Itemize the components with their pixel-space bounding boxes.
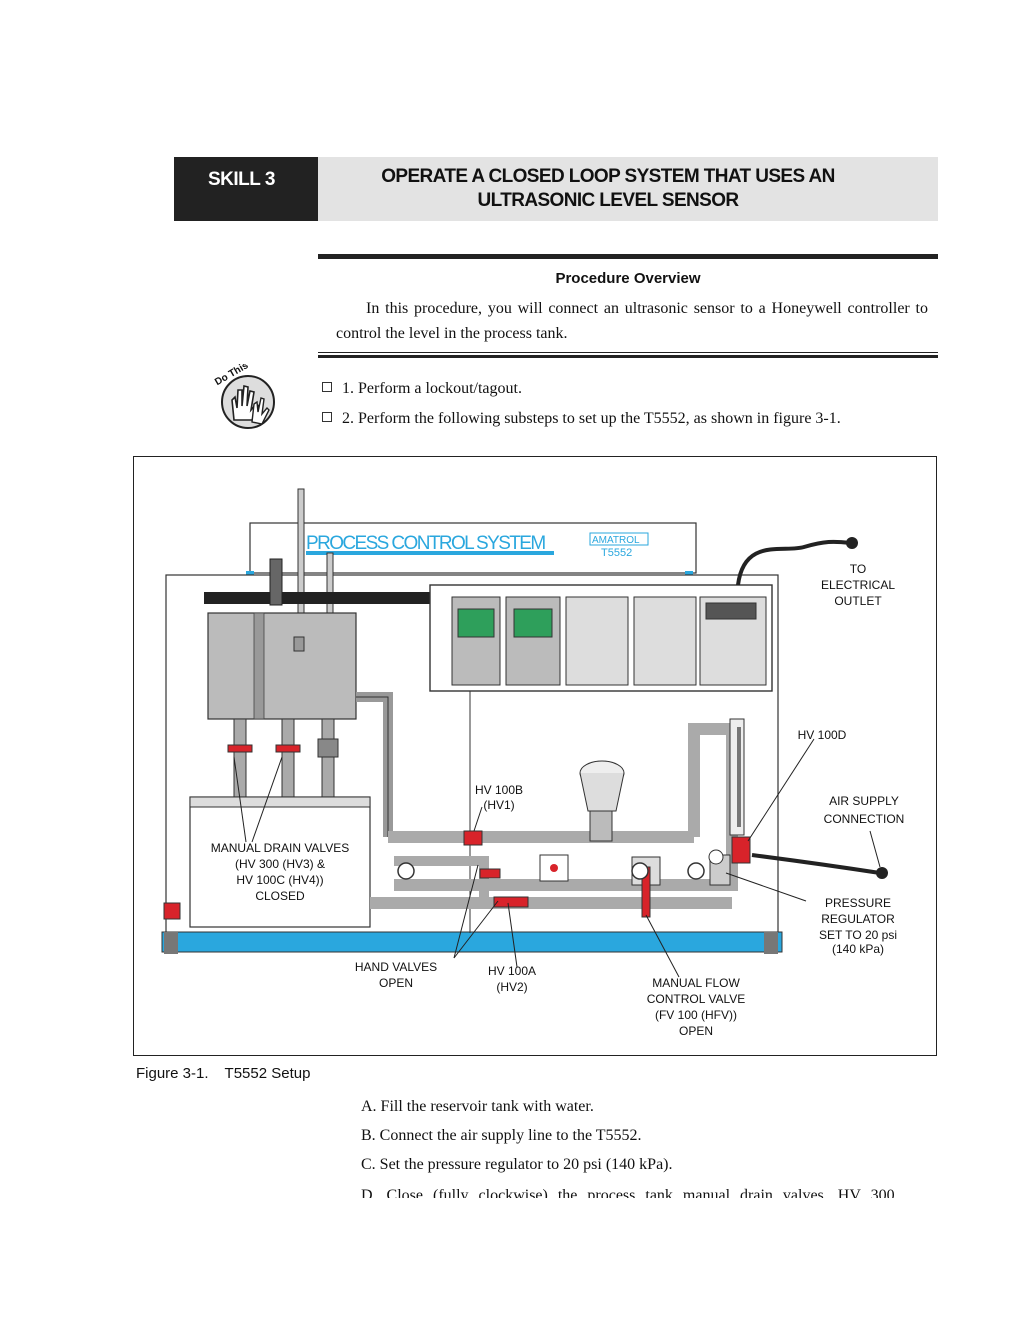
brand-box bbox=[589, 532, 649, 546]
hv100d-valve[interactable] bbox=[731, 836, 751, 864]
sensor-bar bbox=[204, 592, 430, 604]
step-1: 1. Perform a lockout/tagout. bbox=[322, 380, 522, 398]
label-flow-4: OPEN bbox=[679, 1024, 713, 1038]
skill-label: SKILL 3 bbox=[208, 169, 275, 190]
label-hv100b-1: HV 100B bbox=[475, 783, 523, 797]
label-regulator-3: SET TO 20 psi bbox=[819, 928, 897, 942]
label-hv100d: HV 100D bbox=[798, 728, 847, 742]
t5552-setup-diagram: PROCESS CONTROL SYSTEM AMATROL T5552 bbox=[161, 488, 905, 1038]
label-drain-4: CLOSED bbox=[255, 889, 305, 903]
hand-valve-hv100b[interactable] bbox=[463, 830, 483, 846]
label-hand-valves-2: OPEN bbox=[379, 976, 413, 990]
label-drain-3: HV 100C (HV4)) bbox=[236, 873, 323, 887]
substep-d-clipped: D. Close (fully clockwise) the process t… bbox=[361, 1184, 939, 1198]
process-control-sign bbox=[249, 522, 697, 574]
drain-valve-hv300[interactable] bbox=[227, 744, 253, 753]
substep-b: B. Connect the air supply line to the T5… bbox=[361, 1127, 642, 1144]
label-electrical-1: TO bbox=[850, 562, 866, 576]
panel-title: PROCESS CONTROL SYSTEM bbox=[306, 533, 545, 554]
model-label: T5552 bbox=[601, 547, 632, 559]
figure-caption: Figure 3-1. T5552 Setup bbox=[136, 1065, 310, 1082]
procedure-overview-text: In this procedure, you will connect an u… bbox=[336, 300, 928, 342]
substep-c: C. Set the pressure regulator to 20 psi … bbox=[361, 1156, 673, 1173]
figure-caption-text: T5552 Setup bbox=[224, 1065, 311, 1082]
label-hand-valves-1: HAND VALVES bbox=[355, 960, 437, 974]
skill-label-box: SKILL 3 bbox=[174, 157, 318, 221]
label-flow-2: CONTROL VALVE bbox=[647, 992, 745, 1006]
label-regulator-2: REGULATOR bbox=[821, 912, 895, 926]
figure-3-1-frame: PROCESS CONTROL SYSTEM AMATROL T5552 bbox=[133, 456, 937, 1056]
hand-valve-hv100a[interactable] bbox=[493, 896, 529, 908]
process-tank bbox=[207, 612, 357, 720]
label-air-supply-1: AIR SUPPLY bbox=[829, 794, 899, 808]
brand-label: AMATROL bbox=[592, 535, 640, 546]
step-2-checkbox[interactable] bbox=[322, 412, 332, 422]
base-rail bbox=[161, 931, 783, 953]
do-this-hands-icon: Do This bbox=[213, 364, 275, 429]
label-hv100b-2: (HV1) bbox=[483, 798, 514, 812]
step-2-text: 2. Perform the following substeps to set… bbox=[342, 410, 841, 427]
label-electrical-2: ELECTRICAL bbox=[821, 578, 895, 592]
label-flow-3: (FV 100 (HFV)) bbox=[655, 1008, 737, 1022]
skill-title-box: OPERATE A CLOSED LOOP SYSTEM THAT USES A… bbox=[318, 157, 938, 221]
step-1-text: 1. Perform a lockout/tagout. bbox=[342, 380, 522, 397]
step-2: 2. Perform the following substeps to set… bbox=[322, 410, 841, 428]
air-supply-hose bbox=[751, 853, 881, 875]
label-drain-1: MANUAL DRAIN VALVES bbox=[211, 841, 349, 855]
label-hv100a-1: HV 100A bbox=[488, 964, 536, 978]
skill-title-line-1: OPERATE A CLOSED LOOP SYSTEM THAT USES A… bbox=[381, 166, 835, 187]
label-regulator-1: PRESSURE bbox=[825, 896, 891, 910]
skill-title-line-2: ULTRASONIC LEVEL SENSOR bbox=[477, 190, 739, 211]
label-flow-1: MANUAL FLOW bbox=[652, 976, 740, 990]
procedure-overview-heading: Procedure Overview bbox=[555, 270, 701, 287]
overview-top-rule bbox=[318, 254, 938, 259]
sign-blue-stripe bbox=[306, 551, 554, 555]
label-regulator-4: (140 kPa) bbox=[832, 942, 884, 956]
label-drain-2: (HV 300 (HV3) & bbox=[235, 857, 325, 871]
overview-bottom-rule-thick bbox=[318, 355, 938, 358]
label-electrical-3: OUTLET bbox=[834, 594, 882, 608]
reservoir-tank bbox=[189, 796, 371, 928]
step-1-checkbox[interactable] bbox=[322, 382, 332, 392]
substep-d: D. Close (fully clockwise) the process t… bbox=[361, 1187, 895, 1198]
label-air-supply-2: CONNECTION bbox=[824, 812, 905, 826]
electrical-cord bbox=[736, 539, 851, 586]
label-hv100a-2: (HV2) bbox=[496, 980, 527, 994]
substep-a: A. Fill the reservoir tank with water. bbox=[361, 1098, 594, 1115]
figure-number: Figure 3-1. bbox=[136, 1065, 209, 1082]
overview-bottom-rule-thin bbox=[318, 352, 938, 353]
drain-valve-hv100c[interactable] bbox=[275, 744, 301, 753]
